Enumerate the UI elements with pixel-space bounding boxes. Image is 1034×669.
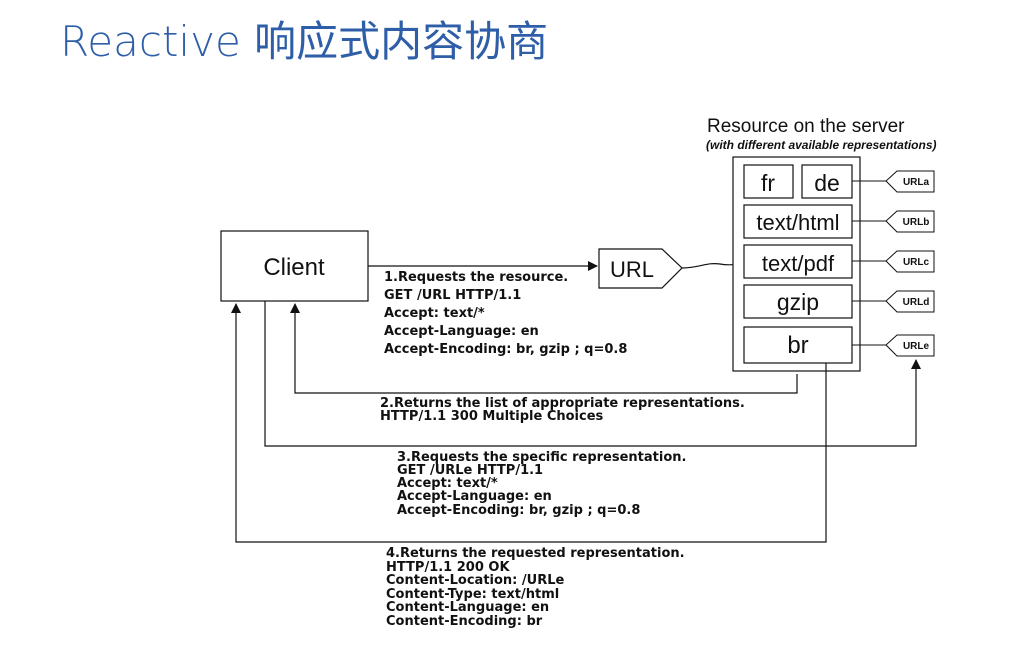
step3-line: Accept-Language: en bbox=[397, 489, 552, 504]
step4-line: Content-Language: en bbox=[386, 600, 549, 615]
repr-html-box bbox=[743, 204, 853, 239]
url-tag-c-label: URLc bbox=[903, 257, 930, 268]
repr-de-label: de bbox=[814, 170, 840, 196]
url-tag-e: URLe bbox=[852, 334, 935, 357]
step4-line: HTTP/1.1 200 OK bbox=[386, 560, 510, 575]
repr-br-label: br bbox=[787, 332, 808, 359]
server-title: Resource on the server bbox=[707, 116, 905, 137]
repr-fr-box bbox=[743, 164, 794, 199]
url-tag-e-label: URLe bbox=[903, 341, 930, 352]
repr-de-box bbox=[801, 164, 853, 199]
url-tag-d-label: URLd bbox=[903, 297, 930, 308]
repr-fr-label: fr bbox=[761, 170, 775, 196]
step3-line: Accept-Encoding: br, gzip ; q=0.8 bbox=[397, 503, 640, 518]
url-tag-b-label: URLb bbox=[903, 217, 930, 228]
repr-gzip-label: gzip bbox=[777, 289, 819, 315]
step4-line: Content-Encoding: br bbox=[386, 614, 543, 629]
step1-line: Accept-Encoding: br, gzip ; q=0.8 bbox=[384, 342, 627, 357]
client-label: Client bbox=[263, 254, 325, 281]
step3-line: 3.Requests the specific representation. bbox=[397, 450, 686, 465]
step1-line: Accept-Language: en bbox=[384, 324, 539, 339]
step4-text: 4.Returns the requested representation. … bbox=[386, 546, 685, 629]
repr-br-box bbox=[743, 326, 853, 364]
url-tag-shape bbox=[598, 248, 683, 289]
step4-line: Content-Type: text/html bbox=[386, 587, 559, 602]
step2-arrow bbox=[290, 303, 798, 394]
step4-arrow bbox=[231, 303, 827, 543]
step1-text: 1.Requests the resource. GET /URL HTTP/1… bbox=[384, 270, 627, 357]
step4-line: Content-Location: /URLe bbox=[386, 573, 564, 588]
repr-pdf-label: text/pdf bbox=[762, 251, 835, 276]
url-tag-a: URLa bbox=[852, 170, 935, 193]
repr-pdf-box bbox=[743, 244, 853, 279]
step4-line: 4.Returns the requested representation. bbox=[386, 546, 685, 561]
repr-html-label: text/html bbox=[756, 210, 839, 235]
client-box bbox=[220, 230, 369, 302]
step2-line: HTTP/1.1 300 Multiple Choices bbox=[380, 409, 604, 424]
url-tag-a-label: URLa bbox=[903, 177, 930, 188]
step2-line: 2.Returns the list of appropriate repres… bbox=[380, 396, 745, 411]
url-tag-c: URLc bbox=[852, 250, 935, 273]
step3-arrow bbox=[264, 301, 921, 447]
step1-line: GET /URL HTTP/1.1 bbox=[384, 288, 521, 303]
page-title: Reactive 响应式内容协商 bbox=[60, 17, 549, 66]
url-label: URL bbox=[610, 257, 654, 282]
url-tag-d: URLd bbox=[852, 290, 935, 313]
step1-line: Accept: text/* bbox=[384, 306, 485, 321]
repr-gzip-box bbox=[743, 284, 853, 319]
step2-text: 2.Returns the list of appropriate repres… bbox=[380, 396, 745, 424]
step1-line: 1.Requests the resource. bbox=[384, 270, 568, 285]
step3-text: 3.Requests the specific representation. … bbox=[397, 450, 686, 518]
server-subtitle: (with different available representation… bbox=[706, 138, 937, 152]
url-tag-b: URLb bbox=[852, 210, 935, 233]
step3-line: GET /URLe HTTP/1.1 bbox=[397, 463, 543, 478]
step3-line: Accept: text/* bbox=[397, 476, 498, 491]
